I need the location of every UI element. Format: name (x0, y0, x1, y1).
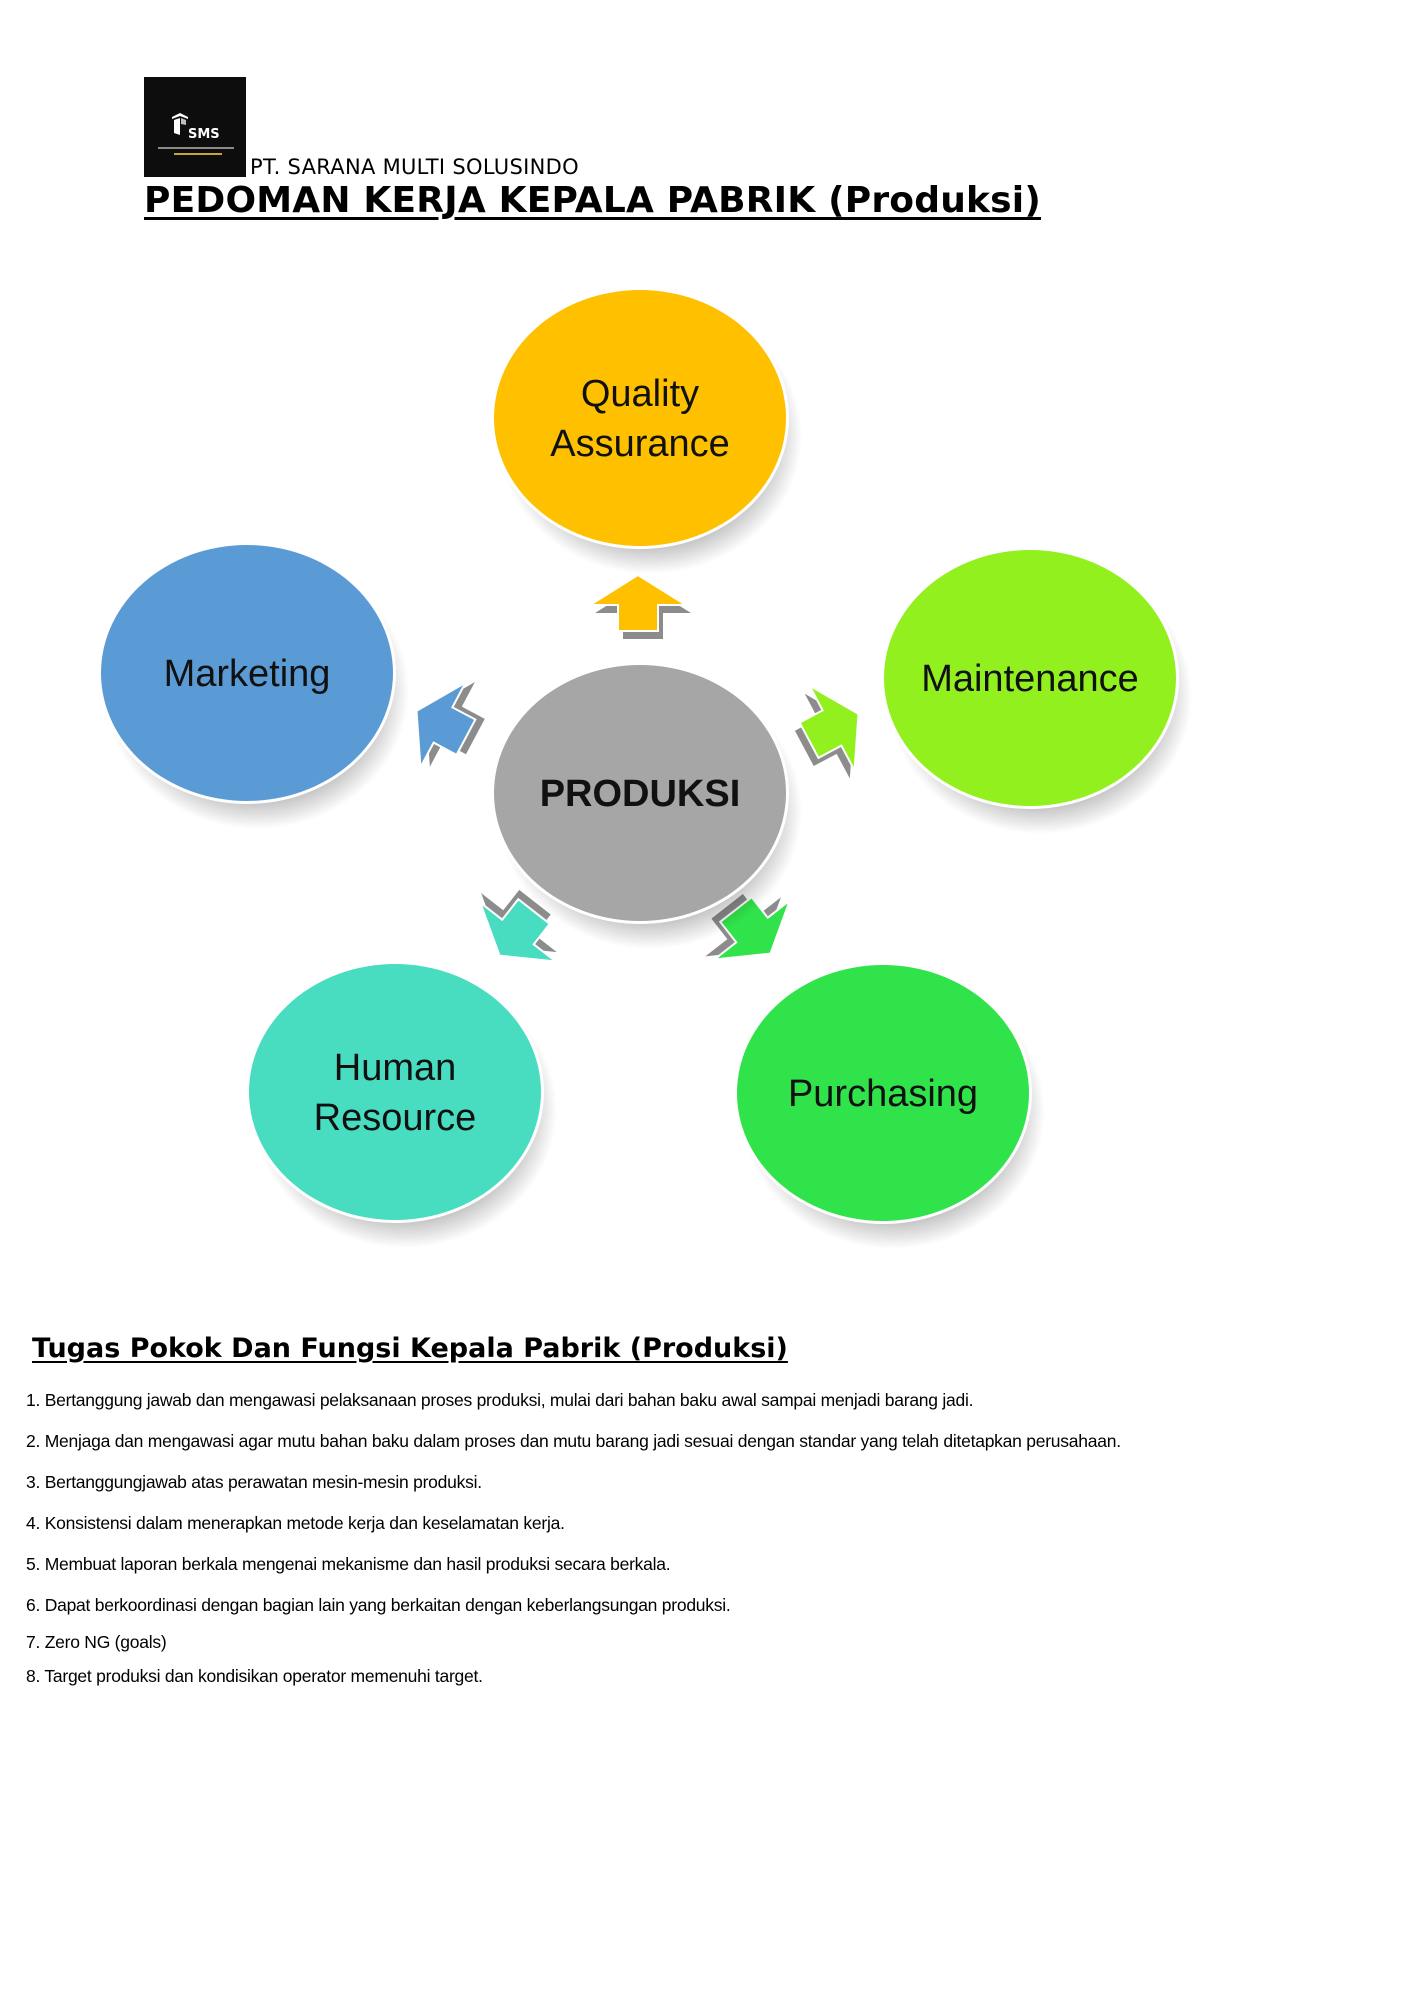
node-marketing: Marketing (98, 542, 409, 829)
arrow-to-maintenance (794, 683, 860, 779)
arrow-to-quality (586, 573, 691, 639)
page-title: PEDOMAN KERJA KEPALA PABRIK (Produksi) (144, 180, 1041, 221)
node-label: Quality (581, 373, 699, 415)
duty-item: 4. Konsistensi dalam menerapkan metode k… (26, 1513, 565, 1533)
center-label: PRODUKSI (540, 773, 741, 815)
node-label: Maintenance (921, 658, 1139, 700)
node-label: Resource (314, 1097, 477, 1139)
logo-tagline-line (174, 153, 222, 155)
duty-item: 2. Menjaga dan mengawasi agar mutu bahan… (26, 1431, 1121, 1451)
duty-item: 1. Bertanggung jawab dan mengawasi pelak… (26, 1390, 974, 1410)
logo-text: SMS (188, 127, 220, 142)
company-logo: SMS (144, 77, 246, 177)
duty-item: 5. Membuat laporan berkala mengenai meka… (26, 1554, 671, 1574)
arrow-to-human-resource (478, 889, 560, 963)
node-purchasing: Purchasing (734, 962, 1045, 1249)
node-maintenance: Maintenance (881, 547, 1192, 834)
logo-tagline-line (158, 147, 234, 149)
arrow-to-marketing (415, 680, 485, 771)
company-name: PT. SARANA MULTI SOLUSINDO (250, 155, 579, 179)
node-label: Marketing (164, 653, 331, 695)
duty-item: 7. Zero NG (goals) (26, 1632, 167, 1652)
duty-item: 3. Bertanggungjawab atas perawatan mesin… (26, 1472, 482, 1492)
node-produksi-center: PRODUKSI (491, 662, 802, 949)
section-title: Tugas Pokok Dan Fungsi Kepala Pabrik (Pr… (32, 1333, 788, 1364)
duty-item: 8. Target produksi dan kondisikan operat… (26, 1666, 483, 1686)
duty-item: 6. Dapat berkoordinasi dengan bagian lai… (26, 1595, 731, 1615)
node-label: Human (334, 1047, 457, 1089)
node-label: Assurance (550, 423, 730, 465)
logo-box-icon (172, 113, 188, 135)
node-label: Purchasing (788, 1073, 978, 1115)
